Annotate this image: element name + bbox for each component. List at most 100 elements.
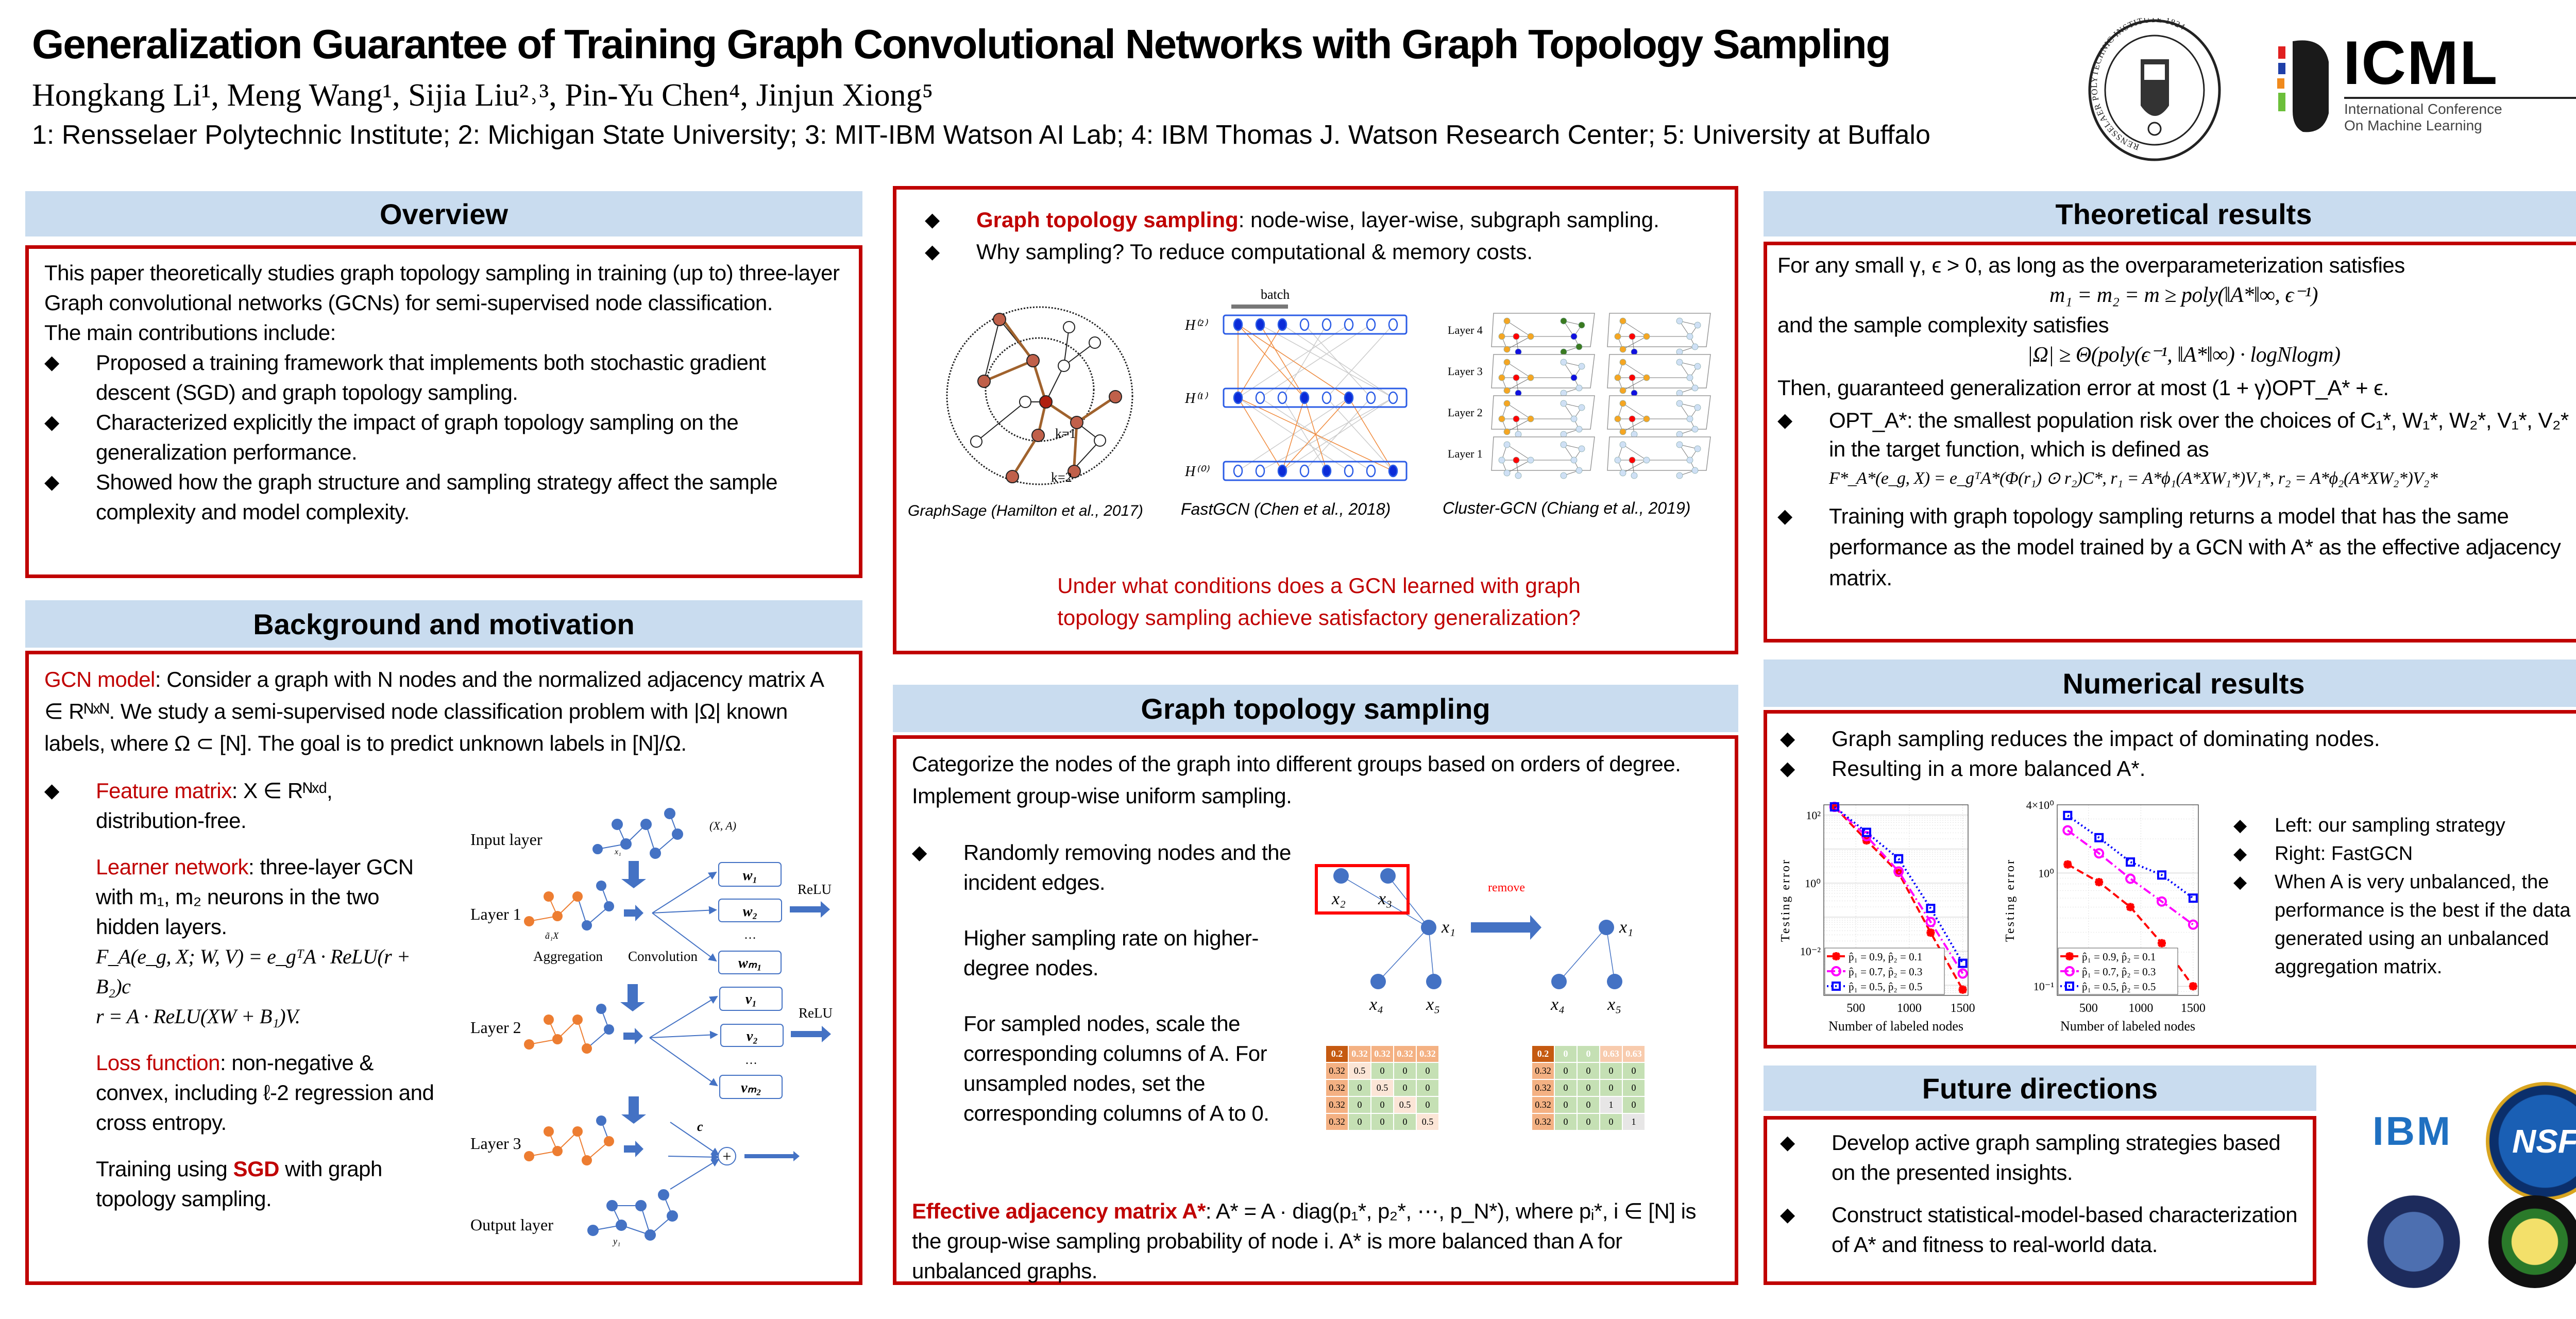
data-point-square — [2094, 833, 2104, 842]
x-tick-label: 1000 — [1897, 1002, 1922, 1015]
theory-header: Theoretical results — [1764, 191, 2576, 236]
legend-label: p̂₁ = 0.5, p̂₂ = 0.5 — [1849, 980, 1922, 993]
matrix-cell: 0.32 — [1326, 1114, 1348, 1130]
cluster-node — [1513, 415, 1520, 422]
cluster-node — [1560, 400, 1567, 407]
data-point-circle — [1957, 968, 1968, 979]
matrix-cell: 0 — [1394, 1114, 1416, 1130]
cluster-panel — [1607, 395, 1711, 438]
affiliations: 1: Rensselaer Polytechnic Institute; 2: … — [32, 120, 1930, 150]
cluster-node — [1614, 415, 1621, 422]
legend-label: p̂₁ = 0.9, p̂₂ = 0.1 — [1849, 951, 1922, 963]
data-point-circle — [2156, 896, 2167, 907]
matrix-cell: 1 — [1600, 1097, 1622, 1113]
matrix-cell: 0 — [1394, 1080, 1416, 1096]
fastgcn-node — [1321, 391, 1332, 404]
data-point-square — [1926, 904, 1936, 914]
remove-label: remove — [1488, 881, 1525, 894]
cluster-edge — [1622, 444, 1647, 461]
wm1-label: wₘ₁ — [738, 955, 762, 971]
output-graph — [587, 1189, 678, 1241]
research-question: Under what conditions does a GCN learned… — [1057, 573, 1581, 630]
cluster-node — [1498, 333, 1505, 340]
topology-bullets: ◆Randomly removing nodes and the inciden… — [912, 838, 1293, 1188]
cluster-layer-label: Layer 4 — [1448, 324, 1483, 336]
series-line — [2067, 829, 2194, 926]
theory-eq-2: |Ω| ≥ Θ(poly(ϵ⁻¹, ‖A*‖∞) · logNlogm) — [2027, 343, 2341, 367]
cluster-node — [1503, 469, 1511, 477]
y-tick-label: 10⁻¹ — [2033, 980, 2054, 993]
background-header: Background and motivation — [25, 600, 862, 648]
sampling-type-bullet: ◆Graph topology sampling: node-wise, lay… — [925, 205, 1718, 235]
diamond-bullet-icon: ◆ — [44, 471, 59, 493]
matrix-cell: 0 — [1555, 1080, 1577, 1096]
data-point-circle — [1893, 866, 1904, 877]
relu-label: ReLU — [798, 882, 832, 897]
matrix-cell: 0 — [1417, 1097, 1438, 1113]
cluster-node — [1619, 387, 1626, 394]
fastgcn-node — [1277, 391, 1287, 404]
x3-label: x₃ — [1378, 889, 1392, 908]
icml-subtitle-2: On Machine Learning — [2344, 117, 2482, 133]
cluster-node — [1570, 333, 1578, 340]
cluster-node — [1691, 343, 1699, 350]
xa-label: (X, A) — [709, 819, 736, 832]
topology-bullet: ◆Higher sampling rate on higher-degree n… — [912, 842, 1293, 983]
data-point-star — [2157, 939, 2166, 948]
x5-label: x₅ — [1607, 995, 1621, 1014]
cluster-node — [1513, 374, 1520, 381]
matrix-cell: 0 — [1555, 1046, 1577, 1062]
future-header: Future directions — [1764, 1066, 2316, 1111]
fastgcn-sampled-edge — [1238, 324, 1349, 398]
matrix-cell: 0.32 — [1532, 1114, 1554, 1130]
fastgcn-node — [1233, 391, 1243, 404]
fastgcn-node — [1344, 318, 1354, 331]
output-layer-label: Output layer — [470, 1215, 553, 1234]
nsf-logo: NSF — [2486, 1082, 2576, 1200]
target-function-eq: F*_A*(e_g, X) = e_gᵀA*(Φ(r₁) ⊙ r₂)C*, r₁… — [1829, 469, 2438, 488]
cluster-node — [1631, 431, 1638, 438]
data-point-square — [1894, 854, 1904, 864]
diamond-bullet-icon: ◆ — [1777, 410, 1792, 431]
series-2 — [2063, 810, 2198, 903]
cluster-panel — [1491, 354, 1595, 397]
cluster-edge — [1506, 320, 1531, 337]
fastgcn-sampled-edge — [1282, 397, 1349, 471]
cluster-edge — [1622, 362, 1647, 378]
gcn-model-text: GCN model: Consider a graph with N nodes… — [44, 667, 823, 755]
cluster-gcn-figure: Layer 4 Layer 3 Layer 2 Layer 1 — [1448, 313, 1711, 479]
cluster-node — [1629, 456, 1636, 464]
cluster-node — [1691, 426, 1699, 433]
loss-bullet: ◆Loss function: non-negative & convex, i… — [44, 780, 436, 1138]
fastgcn-edge — [1260, 324, 1371, 398]
graphsage-caption: GraphSage (Hamilton et al., 2017) — [908, 502, 1143, 519]
cluster-edge — [1622, 418, 1647, 432]
matrix-cell: 0 — [1555, 1097, 1577, 1113]
cluster-node — [1614, 374, 1621, 381]
cluster-node — [1578, 363, 1585, 370]
layer2-label: Layer 2 — [470, 1018, 521, 1037]
cluster-node — [1560, 431, 1567, 438]
topology-bullet: ◆Randomly removing nodes and the inciden… — [912, 838, 1293, 898]
data-point-square — [1832, 982, 1841, 991]
cluster-edge — [1622, 336, 1647, 350]
plot-frame — [2057, 804, 2199, 996]
fastgcn-edge — [1326, 397, 1394, 471]
diamond-bullet-icon: ◆ — [925, 209, 940, 231]
x-tick-label: 1500 — [1951, 1002, 1975, 1015]
cluster-node — [1503, 387, 1511, 394]
fastgcn-caption: FastGCN (Chen et al., 2018) — [1181, 500, 1391, 518]
input-layer-label: Input layer — [470, 830, 543, 849]
input-graph — [592, 808, 683, 859]
h1-label: H⁽¹⁾ — [1184, 391, 1208, 407]
learner-bullet: ◆Learner network: three-layer GCN with m… — [44, 780, 436, 942]
matrix-cell: 0.5 — [1349, 1063, 1370, 1079]
x4-label: x₄ — [1369, 995, 1383, 1014]
cluster-edge — [1506, 403, 1531, 419]
data-point-square — [2126, 857, 2136, 867]
matrix-cell: 0 — [1600, 1063, 1622, 1079]
fastgcn-node — [1388, 318, 1398, 331]
matrix-cell: 0.5 — [1371, 1080, 1393, 1096]
cluster-node — [1619, 359, 1626, 366]
fastgcn-node — [1366, 464, 1376, 478]
